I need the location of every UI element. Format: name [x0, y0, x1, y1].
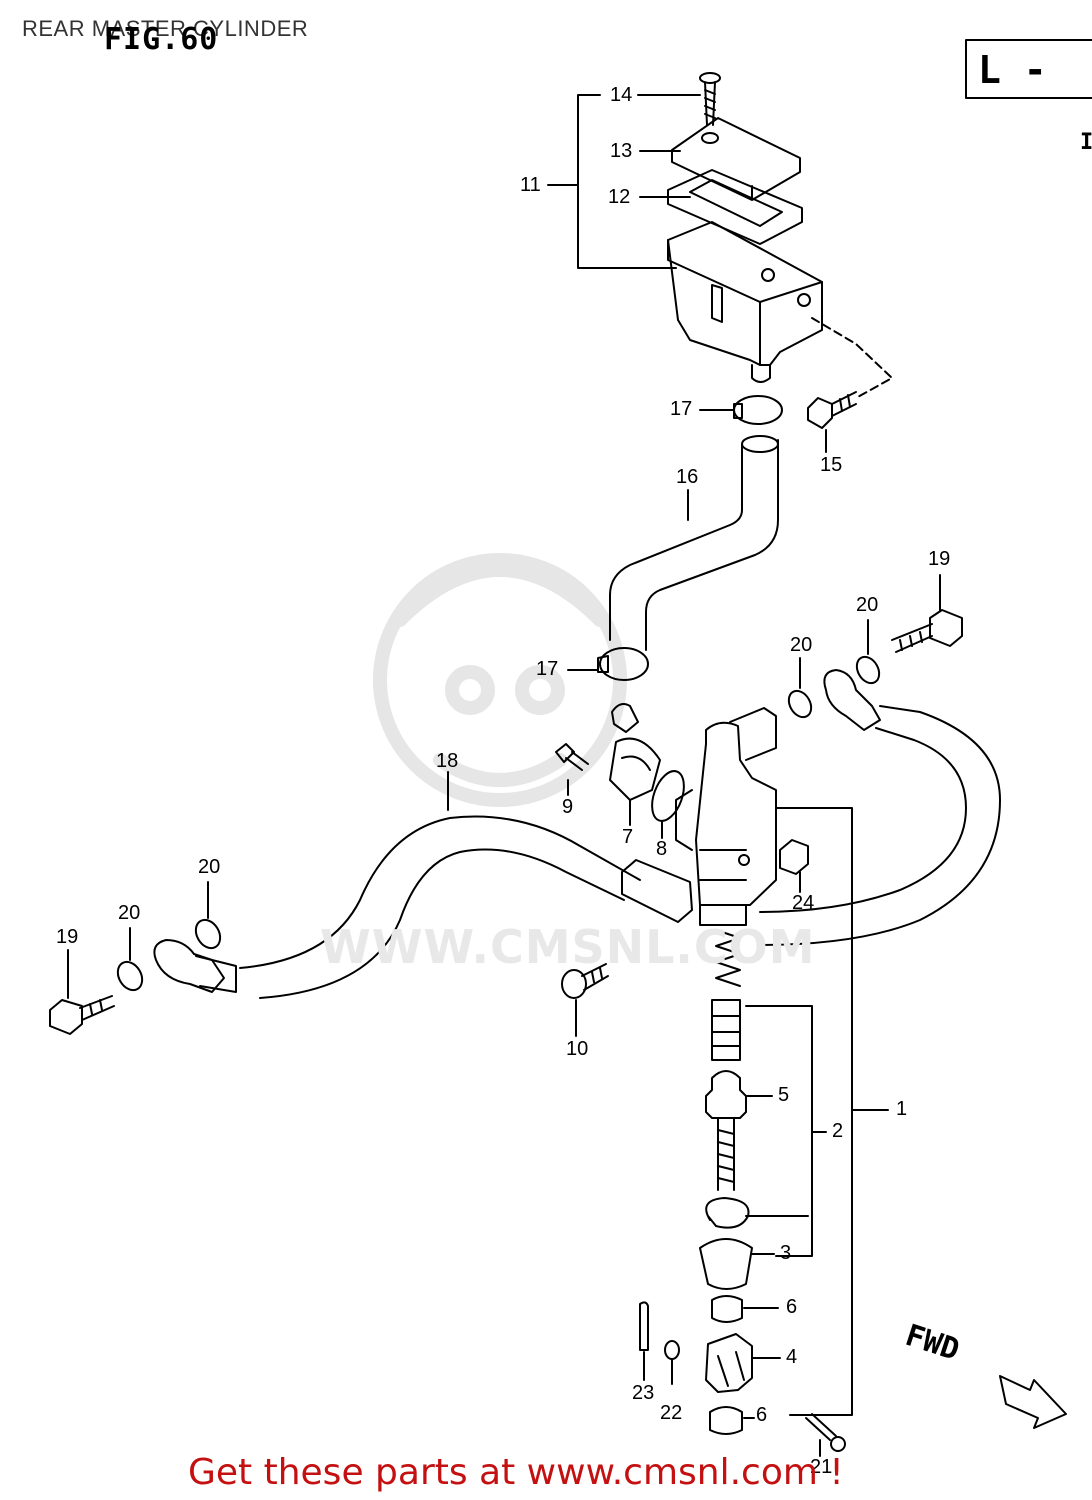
washer-20-right-b-icon — [787, 689, 813, 719]
callout-label: 7 — [622, 826, 634, 848]
boot-3-icon — [699, 1238, 753, 1290]
washer-20-right-a-icon — [855, 655, 881, 685]
callout-label: 17 — [536, 658, 559, 680]
nut-24-icon — [779, 839, 809, 875]
banjo-left-icon — [153, 939, 225, 993]
hose-clamp-17-bottom-icon — [567, 647, 649, 681]
side-mark: I — [1080, 130, 1092, 155]
hose-clamp-17-top-icon — [699, 395, 783, 425]
hose-18-icon — [239, 815, 641, 999]
callout-label: 16 — [676, 466, 699, 488]
union-7-icon — [609, 703, 661, 826]
callout-label: 5 — [778, 1084, 790, 1106]
callout-label: 19 — [928, 548, 951, 570]
callout-label: 17 — [670, 398, 693, 420]
page-title: REAR MASTER CYLINDER — [22, 16, 309, 41]
circlip-icon — [705, 1197, 750, 1229]
nut-6-lower-icon — [709, 1406, 743, 1435]
callout-label: 14 — [610, 84, 633, 106]
callout-label: 2 — [832, 1120, 844, 1142]
callout-label: 12 — [608, 186, 631, 208]
callout-label: 18 — [436, 750, 459, 772]
bolt-19-left-icon — [49, 949, 115, 1035]
cotter-pin-23-icon — [639, 1301, 649, 1351]
master-cylinder-body-icon — [695, 721, 777, 906]
callout-label: 21 — [810, 1456, 833, 1478]
screw-9-icon — [555, 743, 589, 796]
callout-label: 20 — [856, 594, 879, 616]
hose-16-icon — [609, 439, 779, 651]
callout-label: 19 — [56, 926, 79, 948]
callout-label: 6 — [786, 1296, 798, 1318]
callout-label: 15 — [820, 454, 843, 476]
callout-label: 11 — [520, 174, 541, 196]
fitting-18-icon — [621, 859, 693, 923]
callout-label: 23 — [632, 1382, 655, 1404]
footer-link[interactable]: Get these parts at www.cmsnl.com ! — [188, 1452, 844, 1493]
reservoir-cap-13-icon — [671, 117, 801, 201]
bracket-2 — [745, 1005, 813, 1257]
callout-label: 13 — [610, 140, 633, 162]
callout-label: 24 — [792, 892, 815, 914]
callout-label: 20 — [198, 856, 221, 878]
nut-6-upper-icon — [711, 1295, 743, 1323]
pin-21-icon — [805, 1413, 837, 1441]
reservoir-body-icon — [667, 221, 823, 366]
callout-label: 8 — [656, 838, 668, 860]
hose-right-icon — [759, 705, 1001, 946]
callout-label: 9 — [562, 796, 574, 818]
bolt-15-icon — [807, 391, 857, 453]
section-tag-box — [965, 39, 1092, 99]
callout-label: 1 — [896, 1098, 908, 1120]
callout-label: 4 — [786, 1346, 798, 1368]
pushrod-5-icon — [705, 1070, 747, 1119]
watermark-mascot-icon — [373, 553, 627, 807]
fwd-arrow-icon — [999, 1375, 1067, 1429]
washer-20-left-b-icon — [116, 960, 144, 992]
screw-14-icon — [699, 72, 721, 126]
o-ring-8-icon — [651, 770, 685, 822]
section-tag: L - — [978, 48, 1047, 92]
callout-label: 20 — [790, 634, 813, 656]
watermark-text: WWW.CMSNL.COM — [320, 920, 816, 974]
callout-label: 6 — [756, 1404, 768, 1426]
banjo-right-icon — [823, 669, 881, 731]
diaphragm-12-icon — [667, 169, 803, 245]
callout-label: 20 — [118, 902, 141, 924]
callout-label: 3 — [780, 1242, 792, 1264]
bracket-11 — [577, 94, 677, 269]
washer-20-left-a-icon — [194, 918, 222, 950]
figure-label: FIG.60 — [104, 22, 219, 57]
spring-icon — [715, 929, 741, 987]
callout-label: 10 — [566, 1038, 589, 1060]
callout-label: 22 — [660, 1402, 683, 1424]
bolt-10-icon — [561, 963, 609, 1037]
washer-22-icon — [664, 1340, 680, 1360]
bracket-1 — [775, 807, 853, 1416]
bolt-19-right-icon — [891, 574, 963, 653]
piston-icon — [711, 999, 741, 1061]
clevis-4-icon — [705, 1333, 753, 1393]
